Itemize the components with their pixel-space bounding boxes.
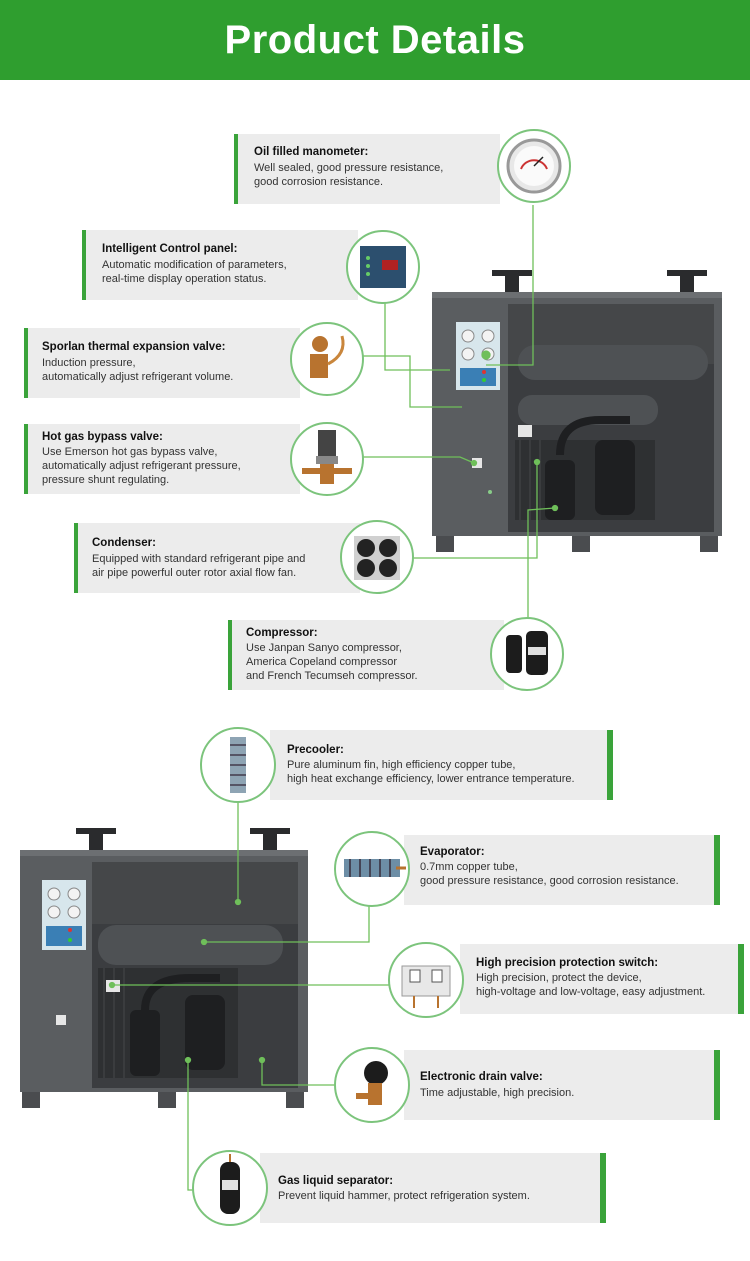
feature-box-condenser <box>74 523 360 593</box>
control-panel-icon <box>360 246 406 288</box>
drain-valve-photo <box>334 1047 410 1123</box>
compressor-icon <box>506 631 548 675</box>
feature-box-oil-manometer <box>234 134 500 204</box>
feature-desc-line: real-time display operation status. <box>102 273 267 285</box>
feature-title: Condenser: <box>92 537 156 549</box>
feature-title: Compressor: <box>246 627 318 639</box>
feature-box-protection-switch <box>460 944 744 1014</box>
feature-desc-line: Prevent liquid hammer, protect refrigera… <box>278 1190 530 1202</box>
hot-gas-valve-photo <box>290 422 364 496</box>
feature-title: Precooler: <box>287 744 344 756</box>
feature-box-evaporator <box>404 835 720 905</box>
feature-desc-line: Use Emerson hot gas bypass valve, <box>42 446 218 458</box>
feature-box-expansion-valve <box>24 328 300 398</box>
feature-title: High precision protection switch: <box>476 957 659 969</box>
feature-desc-line: Use Janpan Sanyo compressor, <box>246 642 402 654</box>
connector-lines-top <box>348 205 559 620</box>
feature-desc-line: automatically adjust refrigerant pressur… <box>42 460 241 472</box>
separator-icon <box>220 1154 240 1214</box>
pressure-switch-icon <box>401 965 451 1008</box>
feature-desc-line: Induction pressure, <box>42 357 136 369</box>
expansion-valve-icon <box>310 335 345 378</box>
feature-box-compressor <box>228 620 504 690</box>
feature-desc-line: automatically adjust refrigerant volume. <box>42 371 234 383</box>
feature-box-precooler <box>270 730 613 800</box>
manometer-photo <box>497 129 571 203</box>
feature-title: Sporlan thermal expansion valve: <box>42 341 226 353</box>
feature-desc-line: Automatic modification of parameters, <box>102 259 287 271</box>
feature-desc-line: high heat exchange efficiency, lower ent… <box>287 773 575 785</box>
drain-valve-icon <box>356 1061 388 1105</box>
feature-title: Oil filled manometer: <box>254 146 369 158</box>
feature-desc-line: Pure aluminum fin, high efficiency coppe… <box>287 759 516 771</box>
feature-desc-line: good pressure resistance, good corrosion… <box>420 875 679 887</box>
feature-title: Electronic drain valve: <box>420 1071 543 1083</box>
gas-liquid-separator-photo <box>192 1150 268 1226</box>
evaporator-photo <box>334 831 410 907</box>
feature-desc-line: air pipe powerful outer rotor axial flow… <box>92 567 297 579</box>
feature-title: Gas liquid separator: <box>278 1175 394 1187</box>
feature-desc-line: high-voltage and low-voltage, easy adjus… <box>476 986 706 998</box>
precooler-icon <box>230 737 246 793</box>
feature-desc-line: Well sealed, good pressure resistance, <box>254 162 444 174</box>
feature-box-drain-valve <box>404 1050 720 1120</box>
feature-desc-line: Time adjustable, high precision. <box>420 1087 575 1099</box>
condenser-photo <box>340 520 414 594</box>
feature-title: Hot gas bypass valve: <box>42 431 163 443</box>
top-dryer-machine <box>432 270 722 552</box>
feature-desc-line: pressure shunt regulating. <box>42 474 170 486</box>
feature-desc-line: good corrosion resistance. <box>254 176 384 188</box>
feature-desc-line: and French Tecumseh compressor. <box>246 670 418 682</box>
protection-switch-photo <box>388 942 464 1018</box>
feature-title: Evaporator: <box>420 846 485 858</box>
feature-desc-line: High precision, protect the device, <box>476 972 642 984</box>
feature-desc-line: Equipped with standard refrigerant pipe … <box>92 553 306 565</box>
connector-lines-bottom <box>108 800 390 1191</box>
page-title: Product Details <box>224 18 526 62</box>
feature-title: Intelligent Control panel: <box>102 243 238 255</box>
bottom-dryer-machine <box>20 828 308 1108</box>
feature-desc-line: America Copeland compressor <box>246 656 398 668</box>
pressure-gauge-icon <box>506 138 562 194</box>
feature-box-gas-liquid-separator <box>260 1153 606 1223</box>
fan-icon <box>354 536 400 580</box>
feature-desc-line: 0.7mm copper tube, <box>420 861 518 873</box>
expansion-valve-photo <box>290 322 364 396</box>
bypass-valve-icon <box>302 430 352 484</box>
feature-box-control-panel <box>82 230 358 300</box>
header-banner <box>0 0 750 80</box>
precooler-photo <box>200 727 276 803</box>
control-panel-photo <box>346 230 420 304</box>
feature-box-hot-gas-valve <box>24 424 300 494</box>
evaporator-icon <box>344 859 406 877</box>
compressor-photo <box>490 617 564 691</box>
